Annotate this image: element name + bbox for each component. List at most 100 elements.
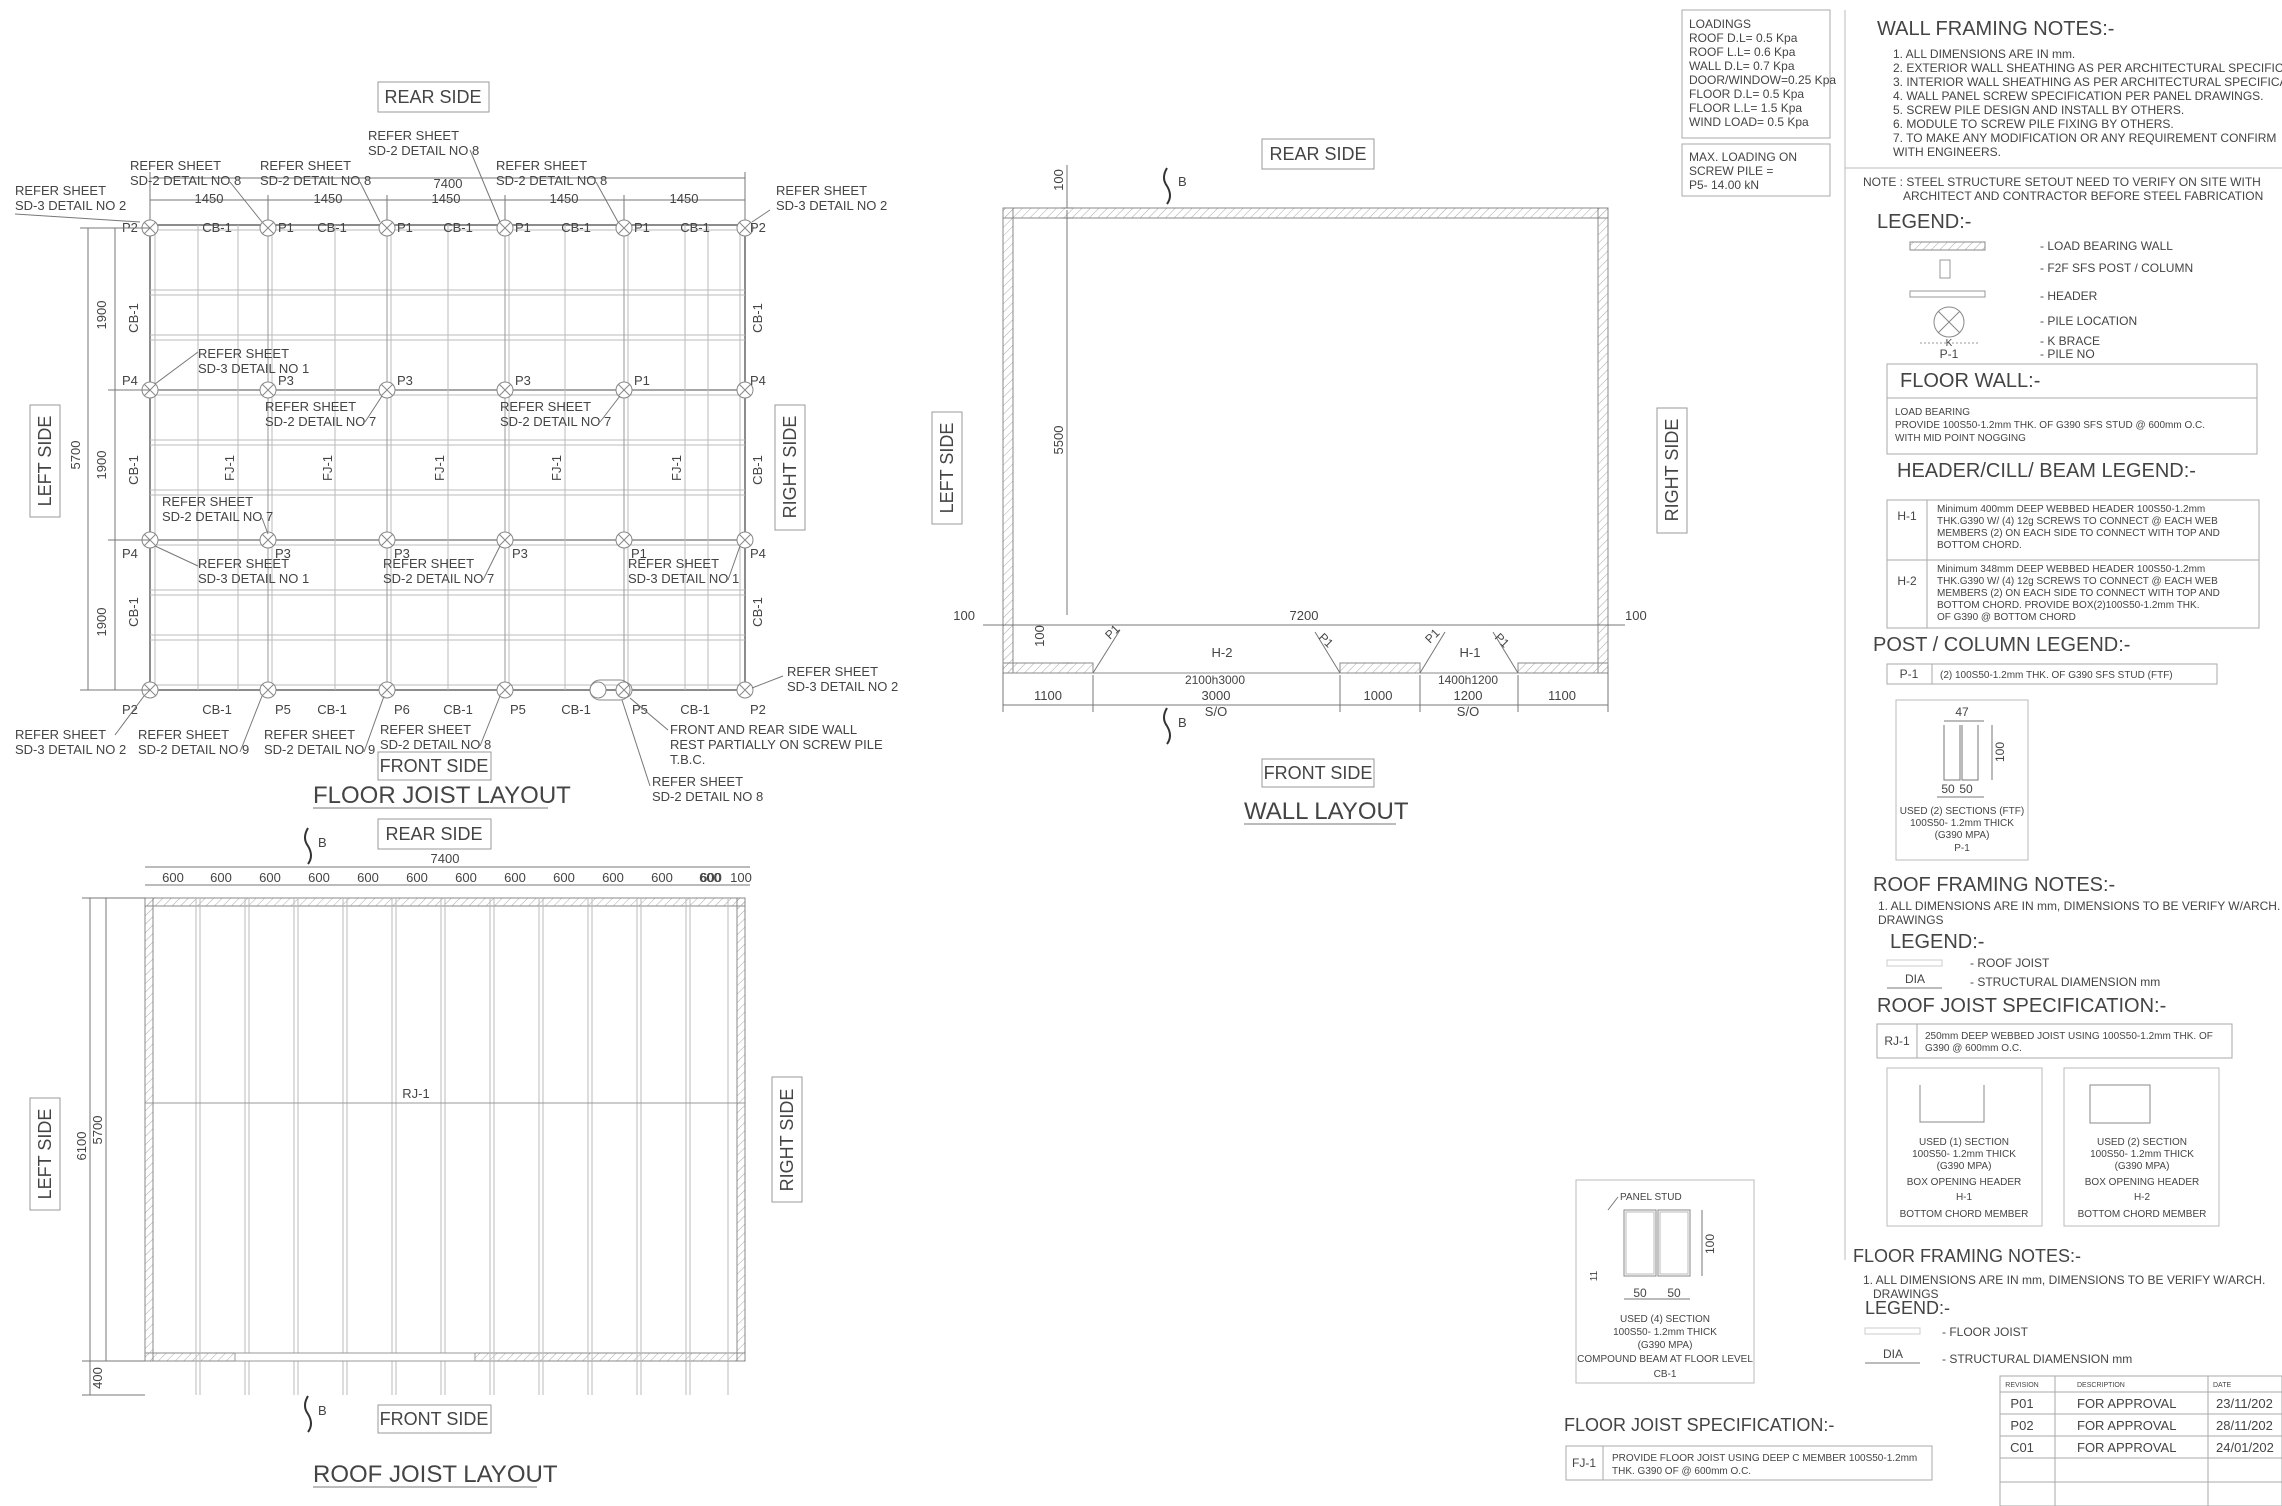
svg-text:(G390 MPA): (G390 MPA) xyxy=(1937,1161,1992,1172)
svg-text:REVISION: REVISION xyxy=(2005,1382,2038,1389)
roof-left-label-box xyxy=(29,1097,61,1211)
svg-text:MEMBERS (2) ON EACH SIDE TO CO: MEMBERS (2) ON EACH SIDE TO CONNECT WITH… xyxy=(1937,528,2220,539)
loadings-panel: LOADINGS ROOF D.L= 0.5 Kpa ROOF L.L= 0.6… xyxy=(1681,9,1836,197)
roof-joist-lines xyxy=(195,898,729,1395)
floor-rear-label: REAR SIDE xyxy=(384,87,481,107)
svg-text:LOAD BEARING: LOAD BEARING xyxy=(1895,407,1970,418)
svg-text:250mm DEEP WEBBED JOIST USING: 250mm DEEP WEBBED JOIST USING 100S50-1.2… xyxy=(1925,1031,2213,1042)
pile-top-3: P1 xyxy=(397,220,413,235)
pile-mid2-3: P3 xyxy=(394,546,410,561)
svg-text:USED (2) SECTIONS (FTF): USED (2) SECTIONS (FTF) xyxy=(1900,806,2024,817)
svg-text:HEADER/CILL/ BEAM LEGEND:-: HEADER/CILL/ BEAM LEGEND:- xyxy=(1897,460,2196,482)
svg-text:- PILE NO: - PILE NO xyxy=(2040,347,2095,361)
floor-note-line-3: T.B.C. xyxy=(670,752,705,767)
svg-text:REFER SHEET: REFER SHEET xyxy=(383,556,474,571)
wall-framing-notes: WALL FRAMING NOTES:- 1. ALL DIMENSIONS A… xyxy=(1845,18,2282,203)
svg-text:23/11/202: 23/11/202 xyxy=(2216,1396,2273,1411)
svg-text:100: 100 xyxy=(1993,742,2007,762)
svg-text:WITH ENGINEERS.: WITH ENGINEERS. xyxy=(1893,145,2001,159)
svg-text:600: 600 xyxy=(602,870,624,885)
floor-layout-title: FLOOR JOIST LAYOUT xyxy=(313,782,571,809)
wall-dim-side-right: 100 xyxy=(1625,608,1647,623)
svg-text:100S50- 1.2mm THICK: 100S50- 1.2mm THICK xyxy=(2090,1149,2194,1160)
svg-text:DESCRIPTION: DESCRIPTION xyxy=(2077,1382,2125,1389)
svg-text:SD-2 DETAIL NO 8: SD-2 DETAIL NO 8 xyxy=(652,789,763,804)
svg-text:- STRUCTURAL DIAMENSION mm: - STRUCTURAL DIAMENSION mm xyxy=(1942,1352,2132,1366)
svg-text:SD-3 DETAIL NO 1: SD-3 DETAIL NO 1 xyxy=(198,571,309,586)
svg-text:Minimum 400mm DEEP WEBBED HEAD: Minimum 400mm DEEP WEBBED HEADER 100S50-… xyxy=(1937,504,2205,515)
revision-table: REVISION DESCRIPTION DATE P01 FOR APPROV… xyxy=(1999,1375,2282,1506)
pile-mid1-1: P4 xyxy=(122,373,138,388)
header-symbol xyxy=(1909,290,1986,298)
svg-text:11: 11 xyxy=(1589,1270,1600,1281)
svg-text:50: 50 xyxy=(1667,1286,1681,1300)
svg-text:600: 600 xyxy=(553,870,575,885)
svg-text:Minimum 348mm DEEP WEBBED HEAD: Minimum 348mm DEEP WEBBED HEADER 100S50-… xyxy=(1937,564,2205,575)
floor-note-line-2: REST PARTIALLY ON SCREW PILE xyxy=(670,737,883,752)
floor-joist-grid xyxy=(150,225,745,690)
svg-text:BOX OPENING HEADER: BOX OPENING HEADER xyxy=(1907,1177,2021,1188)
svg-text:THK.G390 W/ (4) 12g SCREWS TO: THK.G390 W/ (4) 12g SCREWS TO CONNECT @ … xyxy=(1937,576,2218,587)
svg-text:- F2F SFS POST / COLUMN: - F2F SFS POST / COLUMN xyxy=(2040,261,2193,275)
header-legend: HEADER/CILL/ BEAM LEGEND:- H-1 Minimum 4… xyxy=(1886,460,2260,629)
svg-text:SD-3 DETAIL NO 1: SD-3 DETAIL NO 1 xyxy=(198,361,309,376)
svg-text:100: 100 xyxy=(730,870,752,885)
svg-text:- ROOF JOIST: - ROOF JOIST xyxy=(1970,956,2050,970)
floor-dim-2: 1450 xyxy=(314,191,343,206)
wall-p1-b: P1 xyxy=(1316,630,1337,651)
svg-text:REFER SHEET: REFER SHEET xyxy=(15,727,106,742)
roof-section-b-bot: B xyxy=(318,1403,327,1418)
svg-text:- PILE LOCATION: - PILE LOCATION xyxy=(2040,314,2137,328)
wall-opening-2-size: 1400h1200 xyxy=(1438,673,1498,687)
svg-text:REFER SHEET: REFER SHEET xyxy=(264,727,355,742)
wall-rear-label: REAR SIDE xyxy=(1269,144,1366,164)
svg-text:ROOF FRAMING NOTES:-: ROOF FRAMING NOTES:- xyxy=(1873,874,2115,896)
svg-text:USED (4) SECTION: USED (4) SECTION xyxy=(1620,1314,1710,1325)
svg-text:LEGEND:-: LEGEND:- xyxy=(1877,211,1971,233)
roof-joist-layout: B REAR SIDE 7400 600 600 600 600 600 600… xyxy=(29,818,803,1488)
svg-text:600: 600 xyxy=(455,870,477,885)
svg-text:(G390 MPA): (G390 MPA) xyxy=(1935,830,1990,841)
svg-text:28/11/202: 28/11/202 xyxy=(2216,1418,2273,1433)
floor-right-label-box xyxy=(774,404,806,531)
cb-top-2: CB-1 xyxy=(317,220,347,235)
legend: LEGEND:- K P-1 - LOAD BEARING WALL - F2F… xyxy=(1877,211,2193,361)
svg-text:SD-3 DETAIL NO 2: SD-3 DETAIL NO 2 xyxy=(15,742,126,757)
svg-text:P-1: P-1 xyxy=(1900,667,1919,681)
svg-text:4. WALL PANEL SCREW SPECIFICA: 4. WALL PANEL SCREW SPECIFICATION PER PA… xyxy=(1893,89,2264,103)
floor-front-label-box xyxy=(377,751,492,781)
cb-left-1: CB-1 xyxy=(126,303,141,333)
svg-text:600: 600 xyxy=(651,870,673,885)
svg-text:PROVIDE FLOOR JOIST USING DEEP: PROVIDE FLOOR JOIST USING DEEP C MEMBER … xyxy=(1612,1453,1917,1464)
svg-text:REFER SHEET: REFER SHEET xyxy=(198,556,289,571)
pile-mid2-2: P3 xyxy=(275,546,291,561)
floor-left-label-box xyxy=(29,404,61,518)
svg-text:600: 600 xyxy=(504,870,526,885)
svg-text:600: 600 xyxy=(700,870,722,885)
svg-text:600: 600 xyxy=(162,870,184,885)
svg-text:- HEADER: - HEADER xyxy=(2040,289,2098,303)
svg-text:6. MODULE TO SCREW PILE FIXIN: 6. MODULE TO SCREW PILE FIXING BY OTHERS… xyxy=(1893,117,2174,131)
roof-rear-label: REAR SIDE xyxy=(385,824,482,844)
pile-top-4: P1 xyxy=(515,220,531,235)
wall-left-label: LEFT SIDE xyxy=(937,423,957,514)
svg-text:REFER SHEET: REFER SHEET xyxy=(265,399,356,414)
svg-text:SCREW PILE =: SCREW PILE = xyxy=(1689,164,1773,178)
svg-text:2. EXTERIOR WALL SHEATHING AS: 2. EXTERIOR WALL SHEATHING AS PER ARCHIT… xyxy=(1893,61,2282,75)
svg-text:50: 50 xyxy=(1633,1286,1647,1300)
svg-text:REFER SHEET: REFER SHEET xyxy=(198,346,289,361)
cb-bot-1: CB-1 xyxy=(202,702,232,717)
svg-text:BOTTOM CHORD. PROVIDE BOX(2)10: BOTTOM CHORD. PROVIDE BOX(2)100S50-1.2mm… xyxy=(1937,600,2199,611)
svg-text:SD-2 DETAIL NO 8: SD-2 DETAIL NO 8 xyxy=(496,173,607,188)
svg-text:600: 600 xyxy=(357,870,379,885)
svg-text:(G390 MPA): (G390 MPA) xyxy=(2115,1161,2170,1172)
floor-dim-5: 1450 xyxy=(670,191,699,206)
svg-text:- FLOOR JOIST: - FLOOR JOIST xyxy=(1942,1325,2029,1339)
pile-mid2-6: P4 xyxy=(750,546,766,561)
wall-bot-dim-2: 3000 xyxy=(1202,688,1231,703)
pile-mid1-4: P3 xyxy=(515,373,531,388)
roof-dim-left-3: 400 xyxy=(90,1367,105,1389)
wall-notes-title: WALL FRAMING NOTES:- xyxy=(1877,18,2114,40)
svg-text:24/01/202: 24/01/202 xyxy=(2216,1440,2274,1455)
svg-text:H-1: H-1 xyxy=(1956,1192,1973,1203)
